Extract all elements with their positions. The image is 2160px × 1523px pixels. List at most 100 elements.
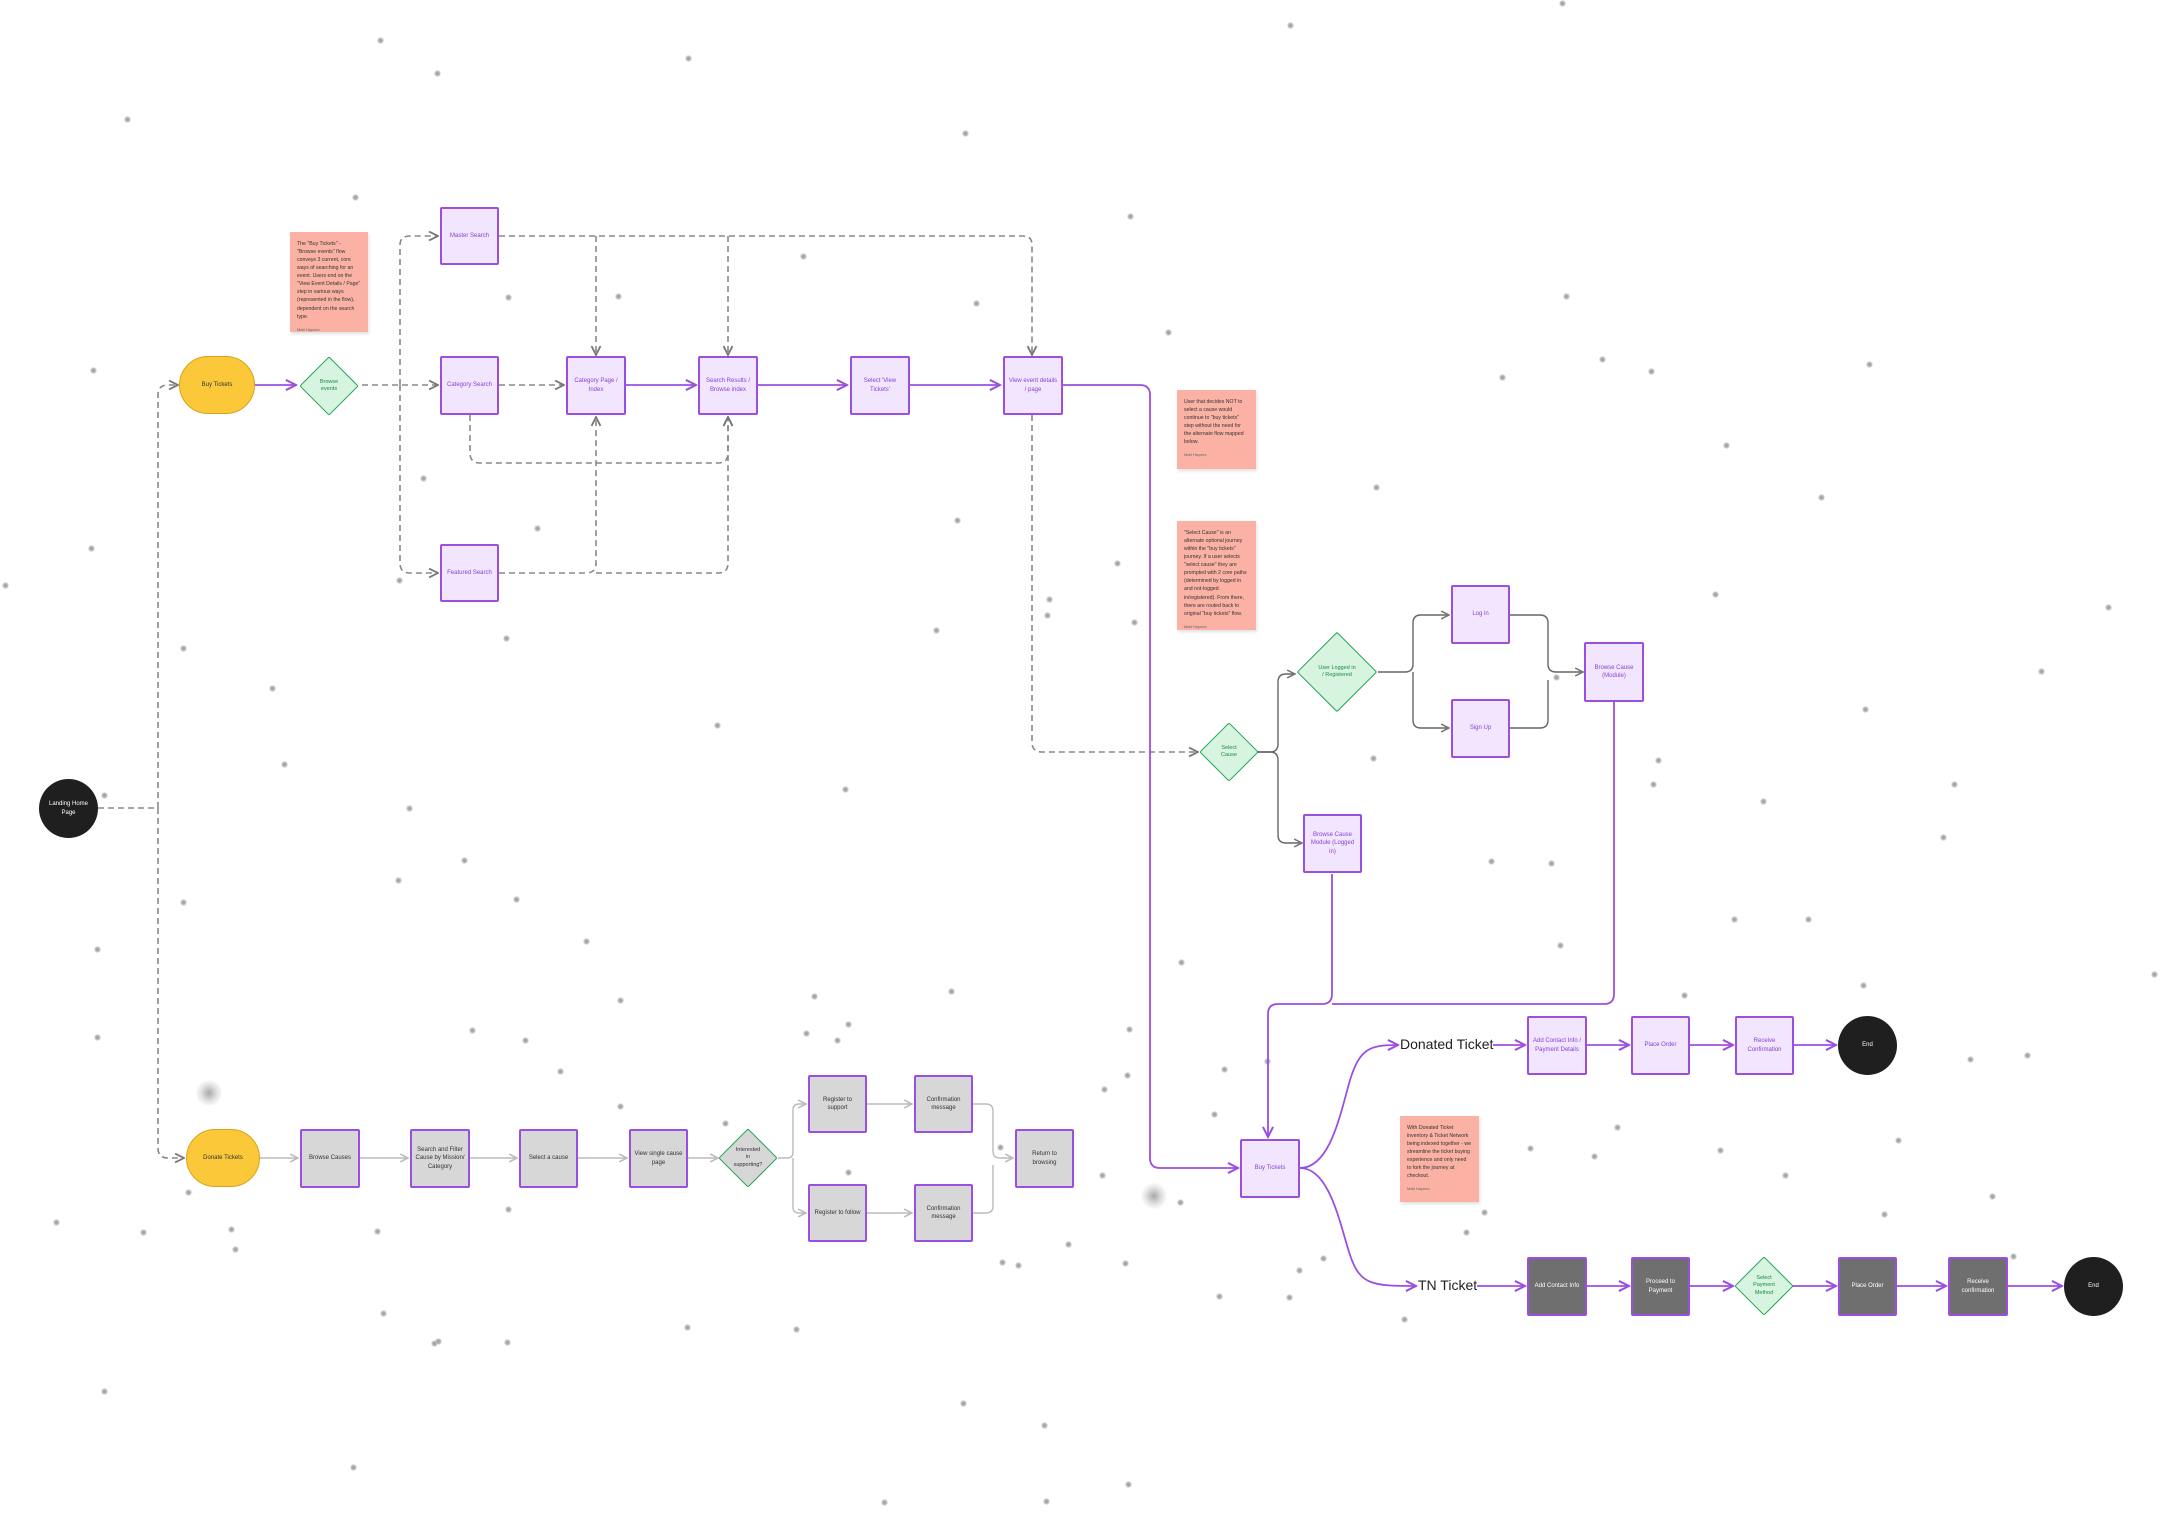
background-dot bbox=[1126, 1026, 1133, 1033]
end-terminal-1[interactable]: End bbox=[1838, 1016, 1897, 1075]
return-browsing-node[interactable]: Return to browsing bbox=[1015, 1129, 1074, 1188]
receive-confirmation-label-1: Receive Confirmation bbox=[1747, 1038, 1782, 1053]
background-dot bbox=[793, 1326, 800, 1333]
background-dot bbox=[1548, 860, 1555, 867]
background-dot bbox=[2151, 971, 2158, 978]
background-dot bbox=[954, 517, 961, 524]
connector-interested-to-follow bbox=[792, 1158, 806, 1213]
browse-cause-module-logged-node[interactable]: Browse Cause Module (Logged in) bbox=[1303, 814, 1362, 873]
place-order-node-2[interactable]: Place Order bbox=[1838, 1257, 1897, 1316]
category-search-label: Category Search bbox=[446, 382, 493, 389]
category-search-node[interactable]: Category Search bbox=[440, 356, 499, 415]
master-search-node[interactable]: Master Search bbox=[440, 207, 499, 265]
sign-up-node[interactable]: Sign Up bbox=[1451, 699, 1510, 758]
end-terminal-2[interactable]: End bbox=[2064, 1257, 2123, 1316]
tn-ticket-label: TN Ticket bbox=[1418, 1277, 1478, 1293]
select-cause-decision[interactable]: Select Cause bbox=[1199, 722, 1259, 782]
background-dot bbox=[1481, 1209, 1488, 1216]
select-a-cause-node[interactable]: Select a cause bbox=[519, 1129, 578, 1188]
connector-browse-to-featured bbox=[399, 385, 438, 573]
interested-supporting-label: Interested in supporting? bbox=[733, 1146, 763, 1168]
add-contact-info-node[interactable]: Add Contact Info bbox=[1527, 1257, 1587, 1316]
featured-search-node[interactable]: Featured Search bbox=[440, 544, 499, 602]
place-order-node-1[interactable]: Place Order bbox=[1631, 1016, 1690, 1075]
user-logged-in-decision[interactable]: User Logged in / Registered bbox=[1296, 631, 1378, 713]
background-dot bbox=[431, 1340, 438, 1347]
landing-home-page-terminal[interactable]: Landing Home Page bbox=[39, 779, 98, 838]
background-dot bbox=[469, 1027, 476, 1034]
search-filter-cause-node[interactable]: Search and Filter Cause by Mission/ Cate… bbox=[410, 1129, 470, 1188]
connector-cause-to-module-logged bbox=[1257, 751, 1302, 843]
browse-cause-module-logged-label: Browse Cause Module (Logged in) bbox=[1310, 832, 1355, 855]
sticky-note-no-cause[interactable]: User that decides NOT to select a cause … bbox=[1177, 390, 1256, 469]
background-dot bbox=[1370, 755, 1377, 762]
receive-confirmation-node-2[interactable]: Receive confirmation bbox=[1948, 1257, 2008, 1316]
background-dot bbox=[722, 1120, 729, 1127]
background-dot bbox=[513, 896, 520, 903]
sticky-note-browse-text: The "Buy Tickets" - "Browse events" flow… bbox=[297, 241, 361, 320]
browse-cause-module-node[interactable]: Browse Cause (Module) bbox=[1584, 642, 1644, 702]
category-page-node[interactable]: Category Page / Index bbox=[566, 356, 626, 415]
select-view-tickets-node[interactable]: Select 'View Tickets' bbox=[850, 356, 910, 415]
background-dot bbox=[583, 938, 590, 945]
browse-events-decision[interactable]: Browse events bbox=[299, 356, 359, 416]
sticky-note-donated-ticket[interactable]: With Donated Ticket inventory & Ticket N… bbox=[1400, 1116, 1479, 1202]
background-dot bbox=[350, 1464, 357, 1471]
interested-supporting-decision[interactable]: Interested in supporting? bbox=[718, 1128, 778, 1188]
background-dot bbox=[380, 1310, 387, 1317]
background-dot bbox=[1177, 1199, 1184, 1206]
connector-logged-to-login bbox=[1378, 615, 1449, 673]
add-contact-info-label: Add Contact Info bbox=[1534, 1283, 1580, 1290]
log-in-node[interactable]: Log in bbox=[1451, 585, 1510, 644]
return-browsing-label: Return to browsing bbox=[1032, 1151, 1057, 1166]
background-dot bbox=[1760, 798, 1767, 805]
connector-to-donate-tickets bbox=[157, 808, 184, 1158]
buy-tickets-checkout-node[interactable]: Buy Tickets bbox=[1240, 1139, 1300, 1198]
sticky-note-donated-text: With Donated Ticket inventory & Ticket N… bbox=[1407, 1125, 1472, 1180]
background-dot bbox=[1286, 1294, 1293, 1301]
confirmation-message-node-1[interactable]: Confirmation message bbox=[914, 1075, 973, 1133]
background-dot bbox=[1818, 494, 1825, 501]
background-dot bbox=[1099, 1172, 1106, 1179]
receive-confirmation-node-1[interactable]: Receive Confirmation bbox=[1735, 1016, 1794, 1075]
proceed-payment-node[interactable]: Proceed to Payment bbox=[1631, 1257, 1690, 1316]
donate-tickets-terminal[interactable]: Donate Tickets bbox=[186, 1129, 260, 1187]
select-payment-decision[interactable]: Select Payment Method bbox=[1734, 1256, 1794, 1316]
background-dot bbox=[420, 475, 427, 482]
background-dot bbox=[973, 300, 980, 307]
connector-category-to-results bbox=[469, 415, 728, 464]
master-search-label: Master Search bbox=[449, 232, 489, 239]
add-contact-payment-node[interactable]: Add Contact Info / Payment Details bbox=[1527, 1016, 1587, 1075]
background-dot bbox=[881, 1499, 888, 1506]
browse-causes-label: Browse Causes bbox=[308, 1155, 352, 1162]
sign-up-label: Sign Up bbox=[1469, 725, 1492, 732]
confirmation-message-node-2[interactable]: Confirmation message bbox=[914, 1184, 973, 1242]
view-event-details-node[interactable]: View event details / page bbox=[1003, 356, 1063, 415]
background-dot bbox=[232, 1246, 239, 1253]
background-dot bbox=[962, 130, 969, 137]
background-dot bbox=[1648, 368, 1655, 375]
sticky-note-select-cause[interactable]: "Select Cause" is an alternate optional … bbox=[1177, 521, 1256, 630]
connector-confirm2-to-return bbox=[973, 1165, 994, 1214]
background-dot bbox=[1557, 942, 1564, 949]
register-support-node[interactable]: Register to support bbox=[808, 1075, 867, 1133]
background-dot bbox=[140, 1229, 147, 1236]
background-dot bbox=[1553, 674, 1560, 681]
sticky-note-no-cause-author: Matt Haynes bbox=[1184, 452, 1207, 458]
confirmation-message-label-1: Confirmation message bbox=[926, 1096, 961, 1111]
browse-causes-node[interactable]: Browse Causes bbox=[300, 1129, 360, 1188]
connector-confirm-to-return bbox=[973, 1103, 1013, 1158]
register-follow-node[interactable]: Register to follow bbox=[808, 1184, 867, 1242]
search-results-node[interactable]: Search Results / Browse index bbox=[698, 356, 758, 415]
buy-tickets-terminal[interactable]: Buy Tickets bbox=[179, 356, 255, 414]
background-dot bbox=[1043, 1498, 1050, 1505]
background-dot bbox=[228, 1226, 235, 1233]
view-cause-page-node[interactable]: View single cause page bbox=[629, 1129, 688, 1188]
sticky-note-browse-flow[interactable]: The "Buy Tickets" - "Browse events" flow… bbox=[290, 232, 368, 332]
background-dot bbox=[2024, 1052, 2031, 1059]
background-dot bbox=[1951, 781, 1958, 788]
background-dot bbox=[180, 645, 187, 652]
connector-featured-to-page bbox=[499, 417, 596, 574]
